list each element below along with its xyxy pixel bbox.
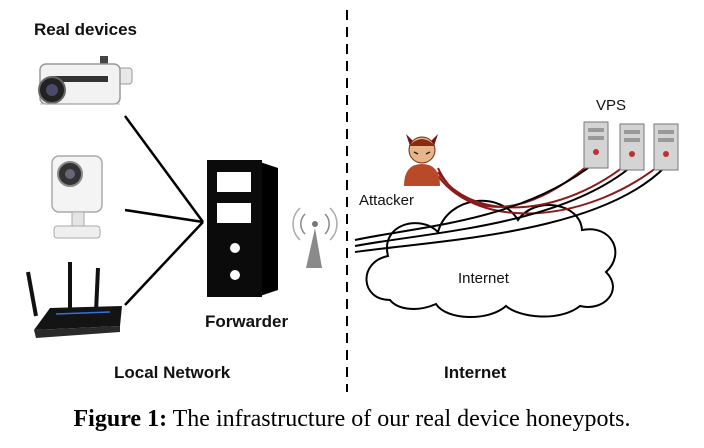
- figure-number: Figure 1:: [73, 406, 168, 432]
- figure-caption-text: The infrastructure of our real device ho…: [172, 406, 631, 432]
- router-device-icon: [26, 262, 122, 338]
- forwarder-server-icon: [207, 160, 278, 297]
- vps-label: VPS: [596, 97, 627, 114]
- attacker-label: Attacker: [357, 192, 417, 209]
- vps-server-icon: [653, 123, 679, 171]
- internet-cloud-label: Internet: [458, 270, 509, 287]
- internet-cloud-icon: [365, 199, 617, 318]
- camera-device-icon: [38, 56, 133, 105]
- internet-zone-label: Internet: [444, 363, 507, 382]
- webcam-device-icon: [51, 155, 103, 239]
- real-devices-label: Real devices: [34, 20, 138, 39]
- local-network-label: Local Network: [114, 363, 231, 382]
- vps-tunnels: [354, 157, 667, 253]
- device-links: [123, 115, 205, 306]
- forwarder-label: Forwarder: [205, 312, 289, 331]
- wireless-antenna-icon: [292, 207, 338, 268]
- figure-caption: Figure 1: The infrastructure of our real…: [12, 406, 692, 433]
- vps-server-icon: [619, 123, 645, 171]
- vps-server-icon: [583, 121, 609, 169]
- attacker-icon: [404, 134, 440, 186]
